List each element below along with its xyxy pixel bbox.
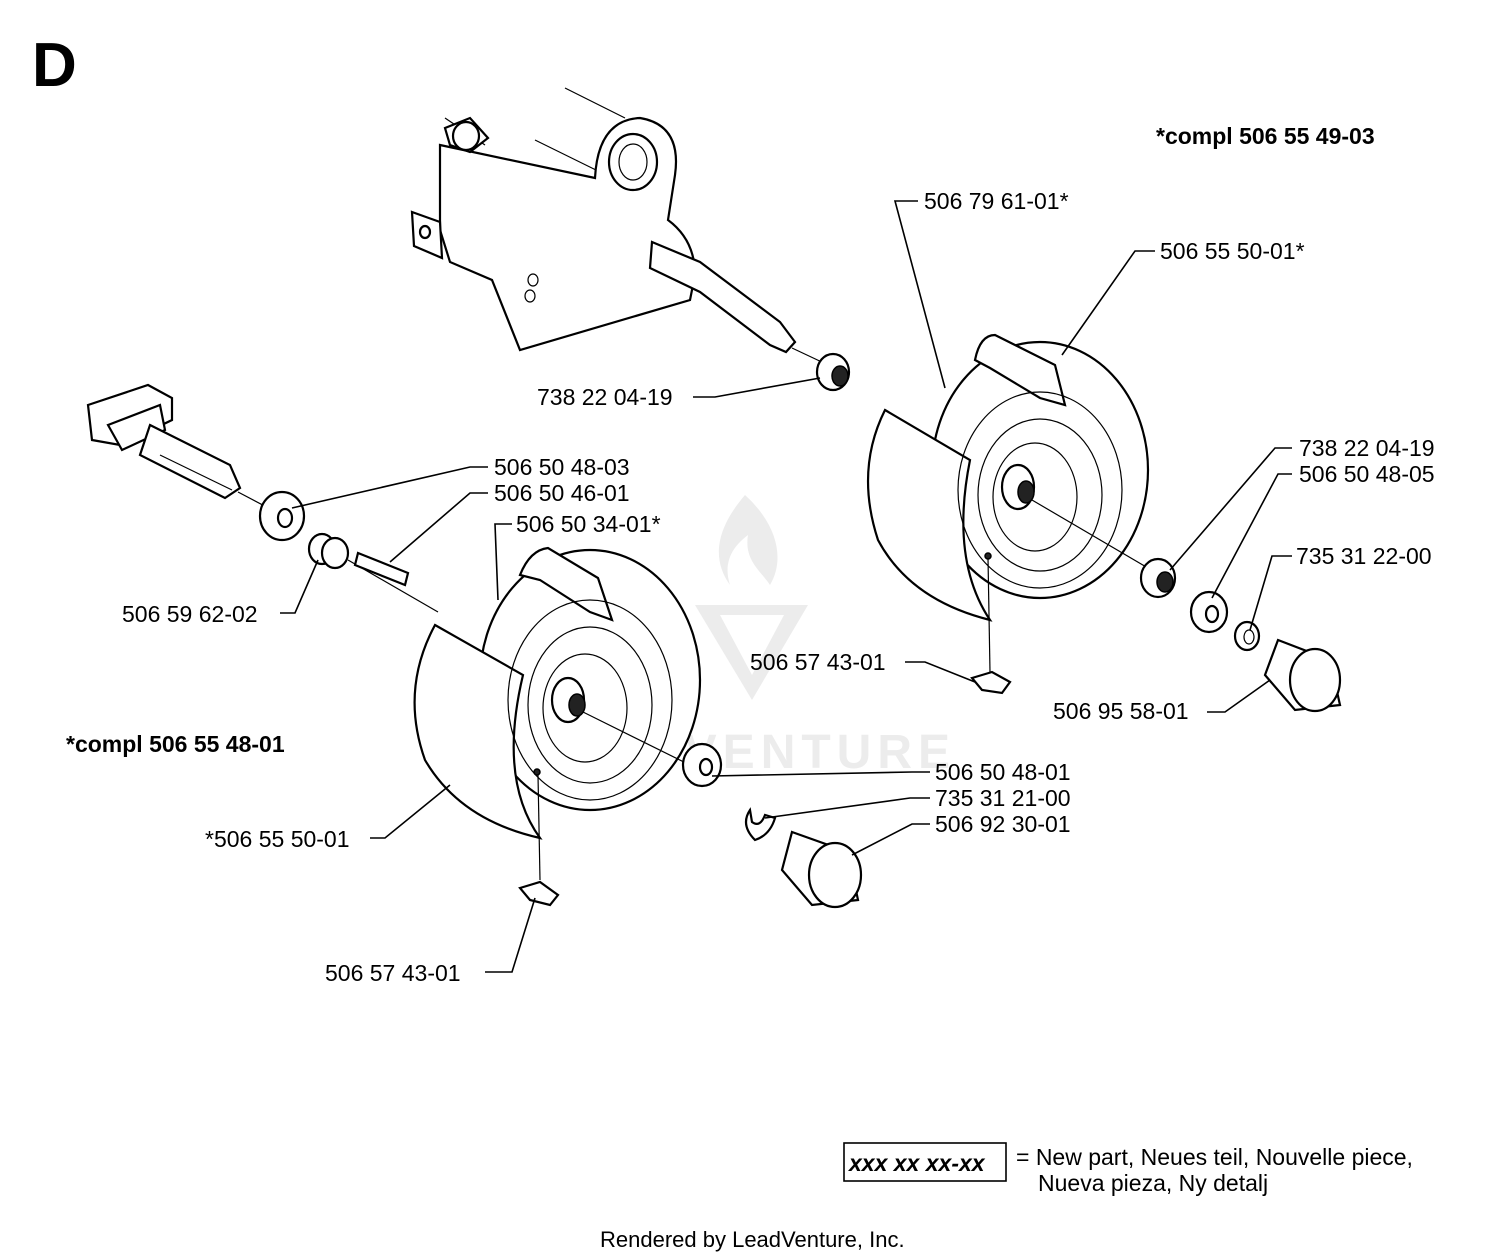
washer-right bbox=[1189, 590, 1229, 634]
label-506-59-62-02: 506 59 62-02 bbox=[122, 601, 258, 627]
valve-right bbox=[970, 670, 1012, 695]
washer-left-inner bbox=[258, 490, 306, 542]
label-738-22-04-19-top: 738 22 04-19 bbox=[537, 384, 673, 410]
leader-lines bbox=[280, 200, 1292, 973]
label-506-50-48-05: 506 50 48-05 bbox=[1299, 461, 1435, 487]
key-left bbox=[353, 551, 410, 587]
label-506-57-43-01-left: 506 57 43-01 bbox=[325, 960, 461, 986]
section-letter: D bbox=[32, 31, 77, 100]
wheel-right bbox=[866, 333, 1150, 673]
label-506-55-50-01-left: *506 55 50-01 bbox=[205, 826, 350, 852]
bushing-left bbox=[307, 532, 350, 570]
label-735-31-22-00: 735 31 22-00 bbox=[1296, 543, 1432, 569]
label-506-79-61-01: 506 79 61-01* bbox=[924, 188, 1069, 214]
washer-left-outer bbox=[681, 742, 723, 788]
legend-line-1: = New part, Neues teil, Nouvelle piece, bbox=[1016, 1144, 1413, 1170]
legend-box-text: xxx xx xx-xx bbox=[847, 1150, 986, 1176]
compl-left-label: *compl 506 55 48-01 bbox=[66, 731, 285, 757]
bearing-top bbox=[815, 352, 851, 392]
label-506-50-34-01: 506 50 34-01* bbox=[516, 511, 661, 537]
bearing-right bbox=[1139, 557, 1177, 599]
label-506-55-50-01-right: 506 55 50-01* bbox=[1160, 238, 1305, 264]
label-506-50-46-01: 506 50 46-01 bbox=[494, 480, 630, 506]
label-506-57-43-01-right: 506 57 43-01 bbox=[750, 649, 886, 675]
label-506-92-30-01: 506 92 30-01 bbox=[935, 811, 1071, 837]
label-506-50-48-01: 506 50 48-01 bbox=[935, 759, 1071, 785]
wheel-left bbox=[413, 546, 702, 881]
left-axle bbox=[86, 383, 439, 613]
legend-box bbox=[843, 1142, 1007, 1182]
legend: xxx xx xx-xx = New part, Neues teil, Nou… bbox=[843, 1142, 1413, 1196]
hubcap-left bbox=[780, 830, 863, 909]
label-735-31-21-00: 735 31 21-00 bbox=[935, 785, 1071, 811]
footer-credit: Rendered by LeadVenture, Inc. bbox=[600, 1227, 905, 1252]
label-738-22-04-19-right: 738 22 04-19 bbox=[1299, 435, 1435, 461]
axle-bracket bbox=[410, 87, 827, 365]
valve-left bbox=[518, 880, 560, 907]
legend-line-2: Nueva pieza, Ny detalj bbox=[1038, 1170, 1268, 1196]
label-506-50-48-03: 506 50 48-03 bbox=[494, 454, 630, 480]
clip-right bbox=[1233, 620, 1261, 652]
hubcap-right bbox=[1263, 638, 1342, 713]
label-506-95-58-01: 506 95 58-01 bbox=[1053, 698, 1189, 724]
clip-left bbox=[744, 807, 777, 842]
compl-right-label: *compl 506 55 49-03 bbox=[1156, 123, 1375, 149]
